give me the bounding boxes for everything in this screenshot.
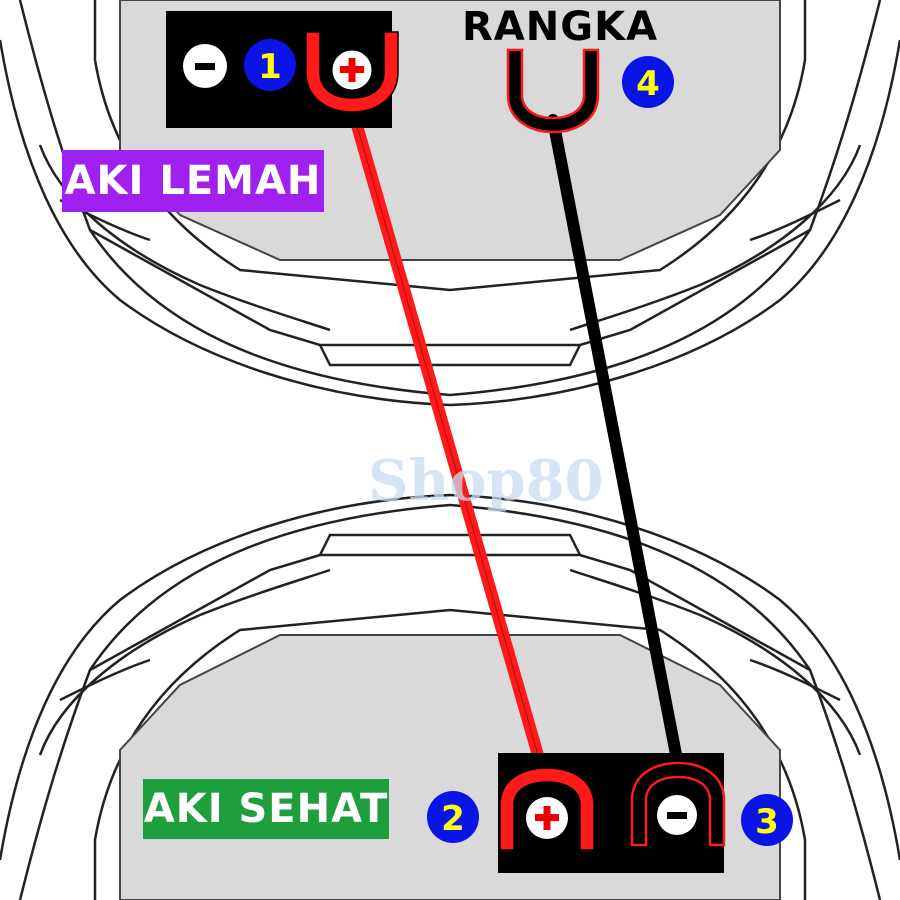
watermark: Shop80 bbox=[368, 448, 604, 514]
step-2-number: 2 bbox=[441, 799, 465, 839]
step-3-number: 3 bbox=[755, 802, 779, 842]
good-battery-label: AKI SEHAT bbox=[143, 779, 389, 839]
weak-battery-label: AKI LEMAH bbox=[62, 150, 324, 212]
frame-label: RANGKA bbox=[462, 4, 659, 50]
positive-cable-outline bbox=[351, 107, 549, 791]
clamp-1-red bbox=[305, 31, 399, 113]
step-4-number: 4 bbox=[636, 64, 660, 104]
top-car-outline bbox=[0, 0, 900, 407]
weak-minus-sign bbox=[195, 63, 215, 70]
step-3-badge bbox=[741, 794, 793, 846]
good-plus-v bbox=[543, 806, 551, 830]
step-4-badge bbox=[622, 56, 674, 108]
weak-plus-v bbox=[348, 58, 356, 82]
step-2-badge bbox=[427, 791, 479, 843]
clamp-3-black bbox=[630, 761, 726, 847]
clamp-2-red bbox=[499, 767, 595, 851]
negative-cable bbox=[547, 114, 686, 781]
step-1-badge bbox=[244, 39, 296, 91]
good-minus-sign bbox=[667, 812, 687, 819]
bottom-car-outline bbox=[0, 493, 900, 900]
step-1-number: 1 bbox=[258, 47, 282, 87]
clamp-4-black bbox=[506, 48, 600, 134]
